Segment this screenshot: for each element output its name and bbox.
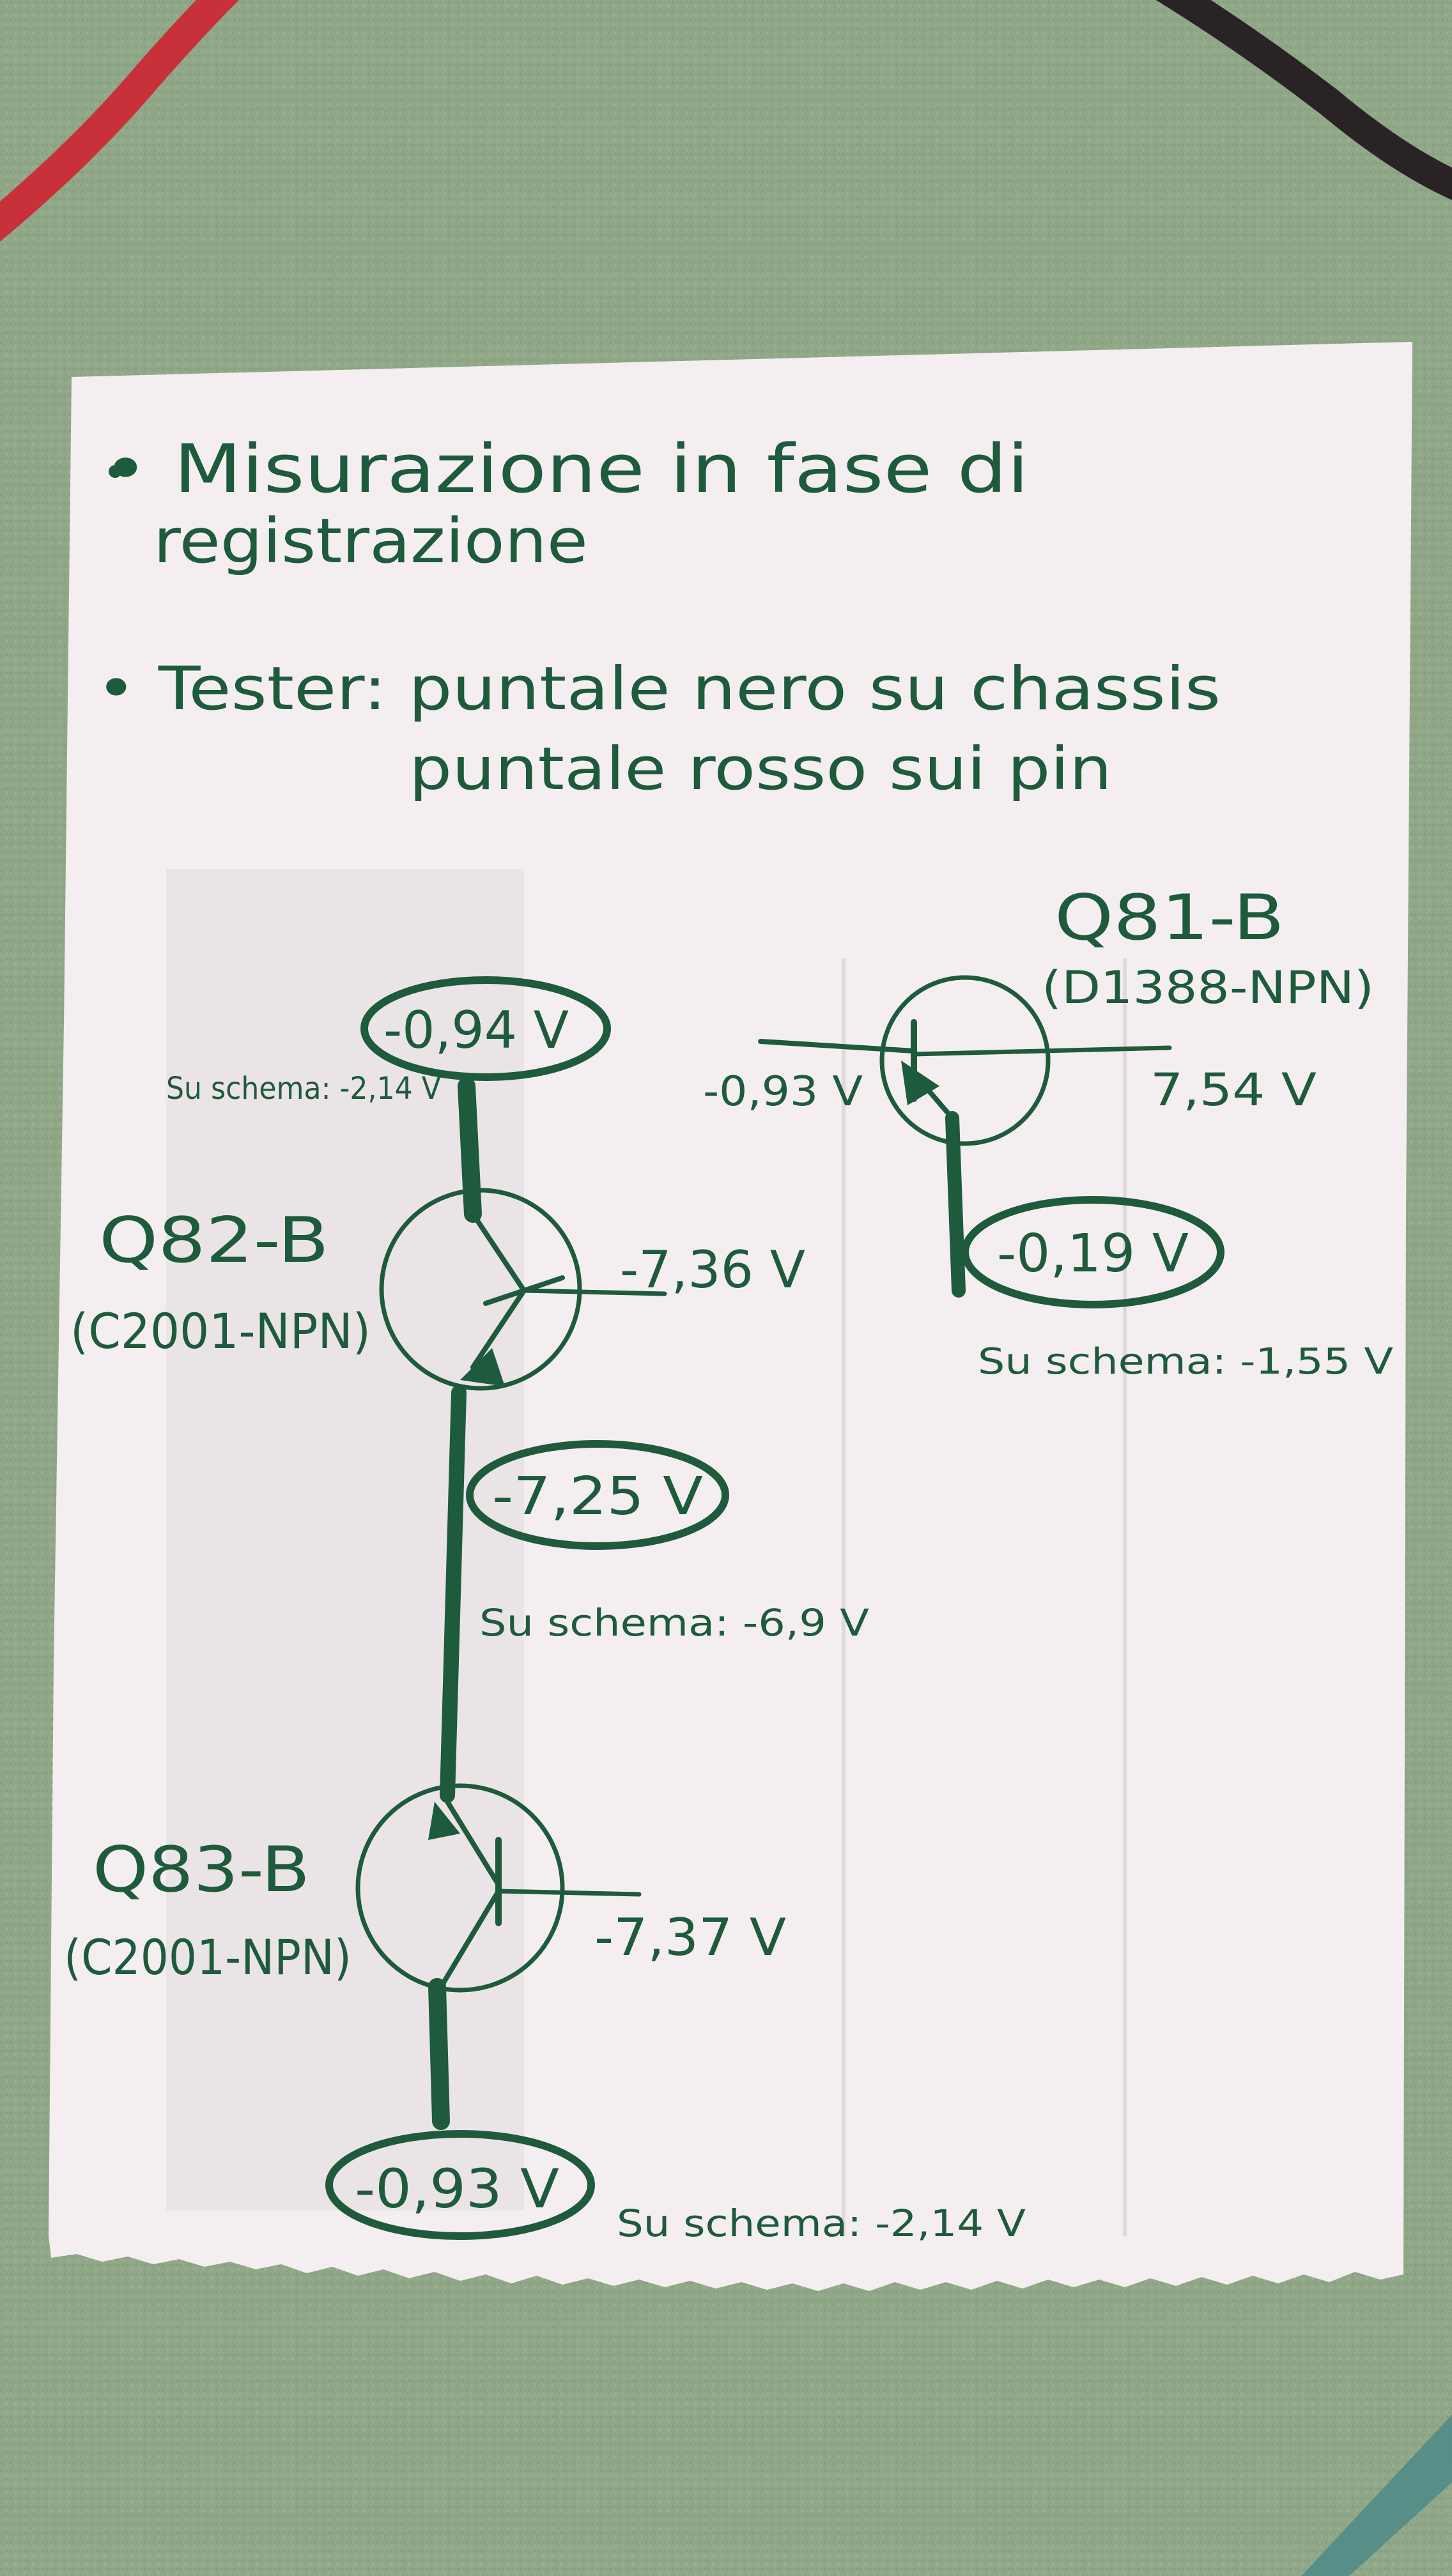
note-line-2a: • Tester: puntale nero su chassis	[96, 654, 1221, 724]
q81-collector-voltage: 7,54 V	[1150, 1064, 1317, 1116]
q83-emitter-diag	[445, 1799, 501, 1887]
q82-collector-wire	[458, 1077, 482, 1223]
q83-collector-wire	[428, 1978, 450, 2130]
q82-side-lead	[521, 1288, 667, 1296]
q83-body	[355, 1783, 565, 1993]
q81-emitter-arrow	[901, 1061, 939, 1105]
q82-emitter-arrow	[460, 1348, 505, 1386]
q83-bottom-voltage-circle	[325, 2130, 595, 2240]
q82-mid-voltage: -7,25 V	[492, 1466, 703, 1527]
note-line-1b: registrazione	[153, 505, 588, 577]
q81-schema-note: Su schema: -1,55 V	[978, 1341, 1393, 1383]
q83-bottom-schema-note: Su schema: -2,14 V	[617, 2202, 1026, 2245]
q82-top-schema-note: Su schema: -2,14 V	[166, 1071, 441, 1107]
q83-emitter-arrow	[428, 1802, 460, 1840]
q83-bottom-voltage: -0,93 V	[355, 2158, 559, 2220]
pen-tip	[1301, 2414, 1452, 2576]
q83-collector-diag	[438, 1889, 501, 1989]
transistor-q83: Q83-B (C2001-NPN) -7,37 V -0,93 V Su sch…	[64, 1783, 1026, 2245]
q81-collector-lead	[911, 1045, 1172, 1057]
transistor-q82: -0,94 V Su schema: -2,14 V Q82-B (C2001-…	[70, 976, 869, 1803]
red-wire	[0, 0, 239, 242]
show-through	[166, 869, 524, 2211]
q81-base-lead	[758, 1039, 916, 1054]
q83-side-lead	[496, 1889, 642, 1897]
q82-top-voltage-circle	[360, 976, 611, 1081]
q82-model: (C2001-NPN)	[70, 1303, 371, 1360]
q81-name: Q81-B	[1054, 882, 1285, 954]
note-line-2b: puntale rosso sui pin	[409, 735, 1112, 803]
black-wire	[1155, 0, 1452, 201]
q82-body	[379, 1188, 582, 1391]
q81-model: (D1388-NPN)	[1042, 962, 1374, 1014]
q82-side-voltage: -7,36 V	[620, 1240, 805, 1300]
q83-side-voltage: -7,37 V	[594, 1908, 786, 1967]
q82-name: Q82-B	[99, 1204, 329, 1277]
q81-emitter-voltage-circle	[961, 1196, 1224, 1308]
q82-mid-schema-note: Su schema: -6,9 V	[479, 1601, 869, 1644]
transistor-q81: Q81-B (D1388-NPN) -0,93 V 7,54 V -0,19 V…	[703, 882, 1393, 1383]
q81-base-voltage: -0,93 V	[703, 1068, 863, 1116]
q83-name: Q83-B	[93, 1834, 310, 1906]
q82-q83-wire	[440, 1385, 467, 1803]
q83-model: (C2001-NPN)	[64, 1929, 351, 1986]
q81-emitter-voltage: -0,19 V	[997, 1223, 1189, 1284]
q82-emitter-diag	[470, 1288, 527, 1370]
bullet-dot	[109, 465, 121, 478]
q81-body	[879, 975, 1051, 1146]
q82-top-voltage: -0,94 V	[383, 1000, 569, 1060]
q81-emitter-wire	[945, 1111, 966, 1298]
q82-collector-diag	[470, 1211, 527, 1293]
note-line-1a: • Misurazione in fase di	[102, 430, 1029, 508]
q82-mid-voltage-circle	[466, 1440, 729, 1550]
